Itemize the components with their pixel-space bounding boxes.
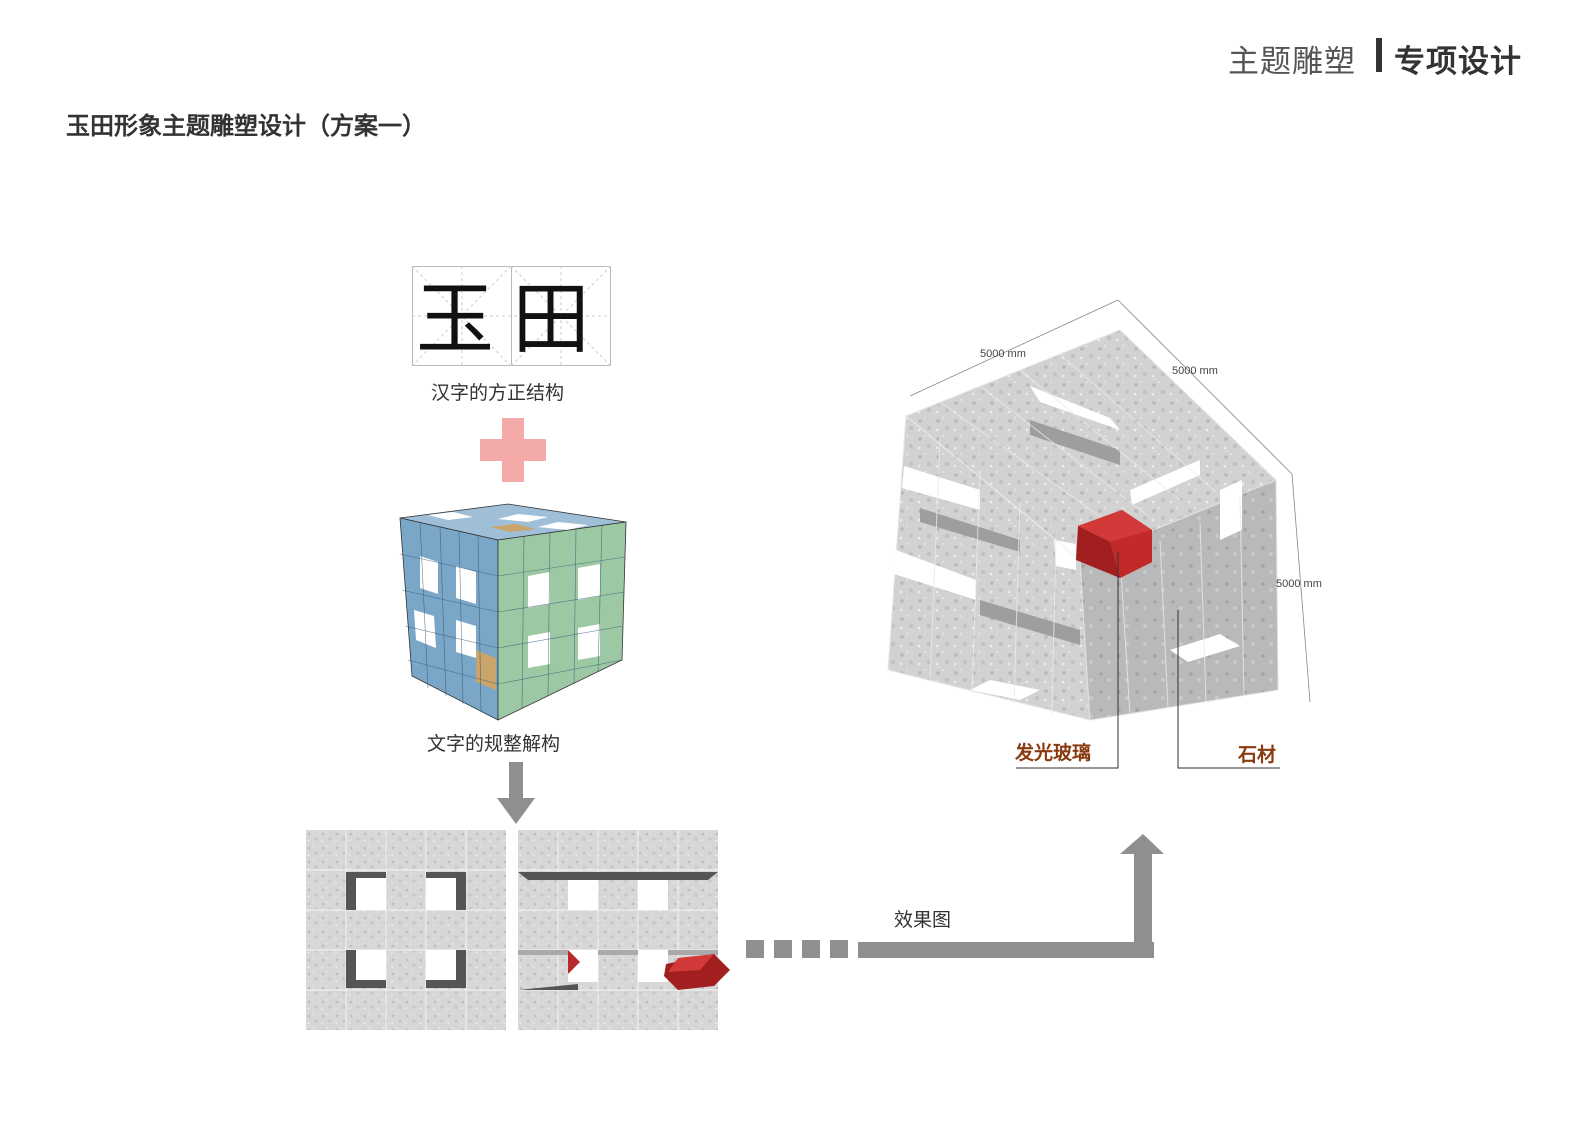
colored-grid-cube bbox=[399, 503, 627, 721]
deconstruct-label: 文字的规整解构 bbox=[427, 733, 561, 755]
sculpture-render bbox=[887, 299, 1311, 769]
callout-stone: 石材 bbox=[1238, 744, 1277, 766]
header-divider bbox=[1376, 38, 1382, 72]
plus-icon bbox=[480, 418, 546, 482]
structure-label: 汉字的方正结构 bbox=[431, 382, 565, 404]
callout-glass: 发光玻璃 bbox=[1015, 742, 1092, 764]
connector-arrow bbox=[746, 834, 1164, 958]
stone-panel-tian bbox=[518, 830, 730, 1030]
header-section: 专项设计 bbox=[1394, 44, 1522, 80]
dimension-height: 5000 mm bbox=[1276, 578, 1322, 590]
page-title: 玉田形象主题雕塑设计（方案一） bbox=[66, 112, 426, 140]
header-category: 主题雕塑 bbox=[1228, 44, 1356, 80]
render-label: 效果图 bbox=[894, 909, 952, 931]
dimension-width: 5000 mm bbox=[980, 348, 1026, 360]
stone-panel-yu bbox=[306, 830, 506, 1030]
down-arrow bbox=[497, 762, 535, 824]
character-grid: 玉田 bbox=[411, 265, 612, 367]
dimension-depth: 5000 mm bbox=[1172, 365, 1218, 377]
character-text: 玉田 bbox=[416, 275, 608, 365]
